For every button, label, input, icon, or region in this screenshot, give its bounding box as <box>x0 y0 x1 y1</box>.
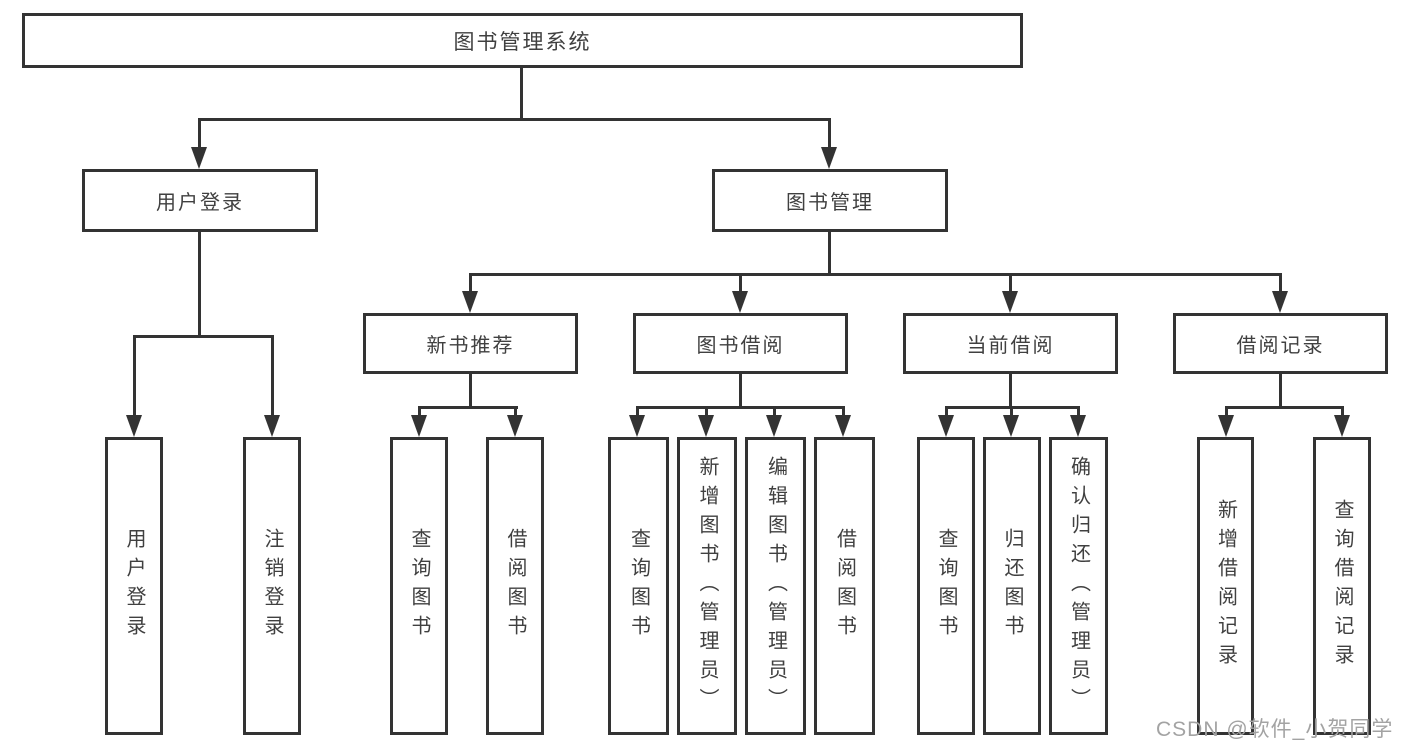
connector-line <box>773 406 776 422</box>
node-label: 新书推荐 <box>426 335 515 357</box>
node-current-borrow: 当前借阅 <box>903 313 1118 374</box>
node-leaf-query-borrow-rec: 查询借阅记录 <box>1313 437 1371 735</box>
connector-line <box>739 273 742 297</box>
connector-line <box>1009 273 1012 297</box>
connector-line <box>842 406 845 422</box>
node-label: 确认归还（管理员） <box>1067 455 1090 717</box>
node-leaf-borrow-book-1: 借阅图书 <box>486 437 544 735</box>
node-label: 借阅图书 <box>833 528 856 644</box>
node-label: 新增借阅记录 <box>1214 499 1237 673</box>
node-label: 注销登录 <box>261 528 283 644</box>
node-label: 查询图书 <box>627 528 650 644</box>
arrowhead-icon <box>126 415 142 437</box>
connector-line <box>469 273 1282 276</box>
connector-line <box>1010 406 1013 422</box>
node-leaf-add-borrow-rec: 新增借阅记录 <box>1197 437 1254 735</box>
node-label: 借阅记录 <box>1236 335 1325 357</box>
watermark: CSDN @软件_小贺同学 <box>1156 718 1394 741</box>
node-label: 新增图书（管理员） <box>696 455 718 717</box>
connector-line <box>133 335 274 338</box>
arrowhead-icon <box>1272 291 1288 313</box>
arrowhead-icon <box>835 415 851 437</box>
node-label: 查询借阅记录 <box>1331 499 1353 673</box>
node-label: 归还图书 <box>1001 528 1023 644</box>
node-leaf-borrow-book-2: 借阅图书 <box>814 437 875 735</box>
connector-line <box>520 68 523 118</box>
node-label: 查询图书 <box>935 528 957 644</box>
connector-line <box>1225 406 1344 409</box>
node-borrow-records: 借阅记录 <box>1173 313 1388 374</box>
node-new-book-recommend: 新书推荐 <box>363 313 578 374</box>
node-leaf-logout: 注销登录 <box>243 437 301 735</box>
connector-line <box>198 118 201 154</box>
node-label: 当前借阅 <box>966 335 1055 357</box>
node-leaf-add-book: 新增图书（管理员） <box>677 437 737 735</box>
node-leaf-query-book-1: 查询图书 <box>390 437 448 735</box>
connector-line <box>1077 406 1080 422</box>
arrowhead-icon <box>629 415 645 437</box>
connector-line <box>271 335 274 421</box>
arrowhead-icon <box>462 291 478 313</box>
connector-line <box>469 374 472 409</box>
connector-line <box>828 118 831 154</box>
node-label: 图书管理 <box>786 192 874 214</box>
arrowhead-icon <box>1003 415 1019 437</box>
node-leaf-return-book: 归还图书 <box>983 437 1041 735</box>
connector-line <box>1279 374 1282 409</box>
arrowhead-icon <box>938 415 954 437</box>
arrowhead-icon <box>264 415 280 437</box>
node-leaf-query-book-2: 查询图书 <box>608 437 669 735</box>
node-label: 用户登录 <box>123 528 145 644</box>
arrowhead-icon <box>1070 415 1086 437</box>
arrowhead-icon <box>1334 415 1350 437</box>
connector-line <box>418 406 421 422</box>
node-user-login: 用户登录 <box>82 169 318 232</box>
connector-line <box>198 232 201 338</box>
node-leaf-confirm-return: 确认归还（管理员） <box>1049 437 1108 735</box>
arrowhead-icon <box>698 415 714 437</box>
node-label: 借阅图书 <box>504 528 526 644</box>
node-label: 图书管理系统 <box>453 30 592 54</box>
arrowhead-icon <box>821 147 837 169</box>
connector-line <box>828 232 831 276</box>
connector-line <box>945 406 948 422</box>
connector-line <box>418 406 518 409</box>
connector-line <box>469 273 472 297</box>
node-label: 图书借阅 <box>696 335 785 357</box>
connector-line <box>1341 406 1344 422</box>
connector-line <box>636 406 639 422</box>
connector-line <box>1009 374 1012 409</box>
connector-line <box>1279 273 1282 297</box>
connector-line <box>1225 406 1228 422</box>
arrowhead-icon <box>766 415 782 437</box>
arrowhead-icon <box>411 415 427 437</box>
node-leaf-edit-book: 编辑图书（管理员） <box>745 437 806 735</box>
connector-line <box>705 406 708 422</box>
node-label: 查询图书 <box>408 528 430 644</box>
node-leaf-query-book-3: 查询图书 <box>917 437 975 735</box>
node-root: 图书管理系统 <box>22 13 1023 68</box>
arrowhead-icon <box>732 291 748 313</box>
arrowhead-icon <box>1002 291 1018 313</box>
connector-line <box>739 374 742 409</box>
node-label: 编辑图书（管理员） <box>764 455 787 717</box>
arrowhead-icon <box>1218 415 1234 437</box>
node-label: 用户登录 <box>156 192 244 214</box>
connector-line <box>198 118 831 121</box>
node-book-management: 图书管理 <box>712 169 948 232</box>
arrowhead-icon <box>507 415 523 437</box>
connector-line <box>514 406 517 422</box>
arrowhead-icon <box>191 147 207 169</box>
node-leaf-user-login: 用户登录 <box>105 437 163 735</box>
node-book-borrow: 图书借阅 <box>633 313 848 374</box>
connector-line <box>636 406 845 409</box>
connector-line <box>133 335 136 421</box>
